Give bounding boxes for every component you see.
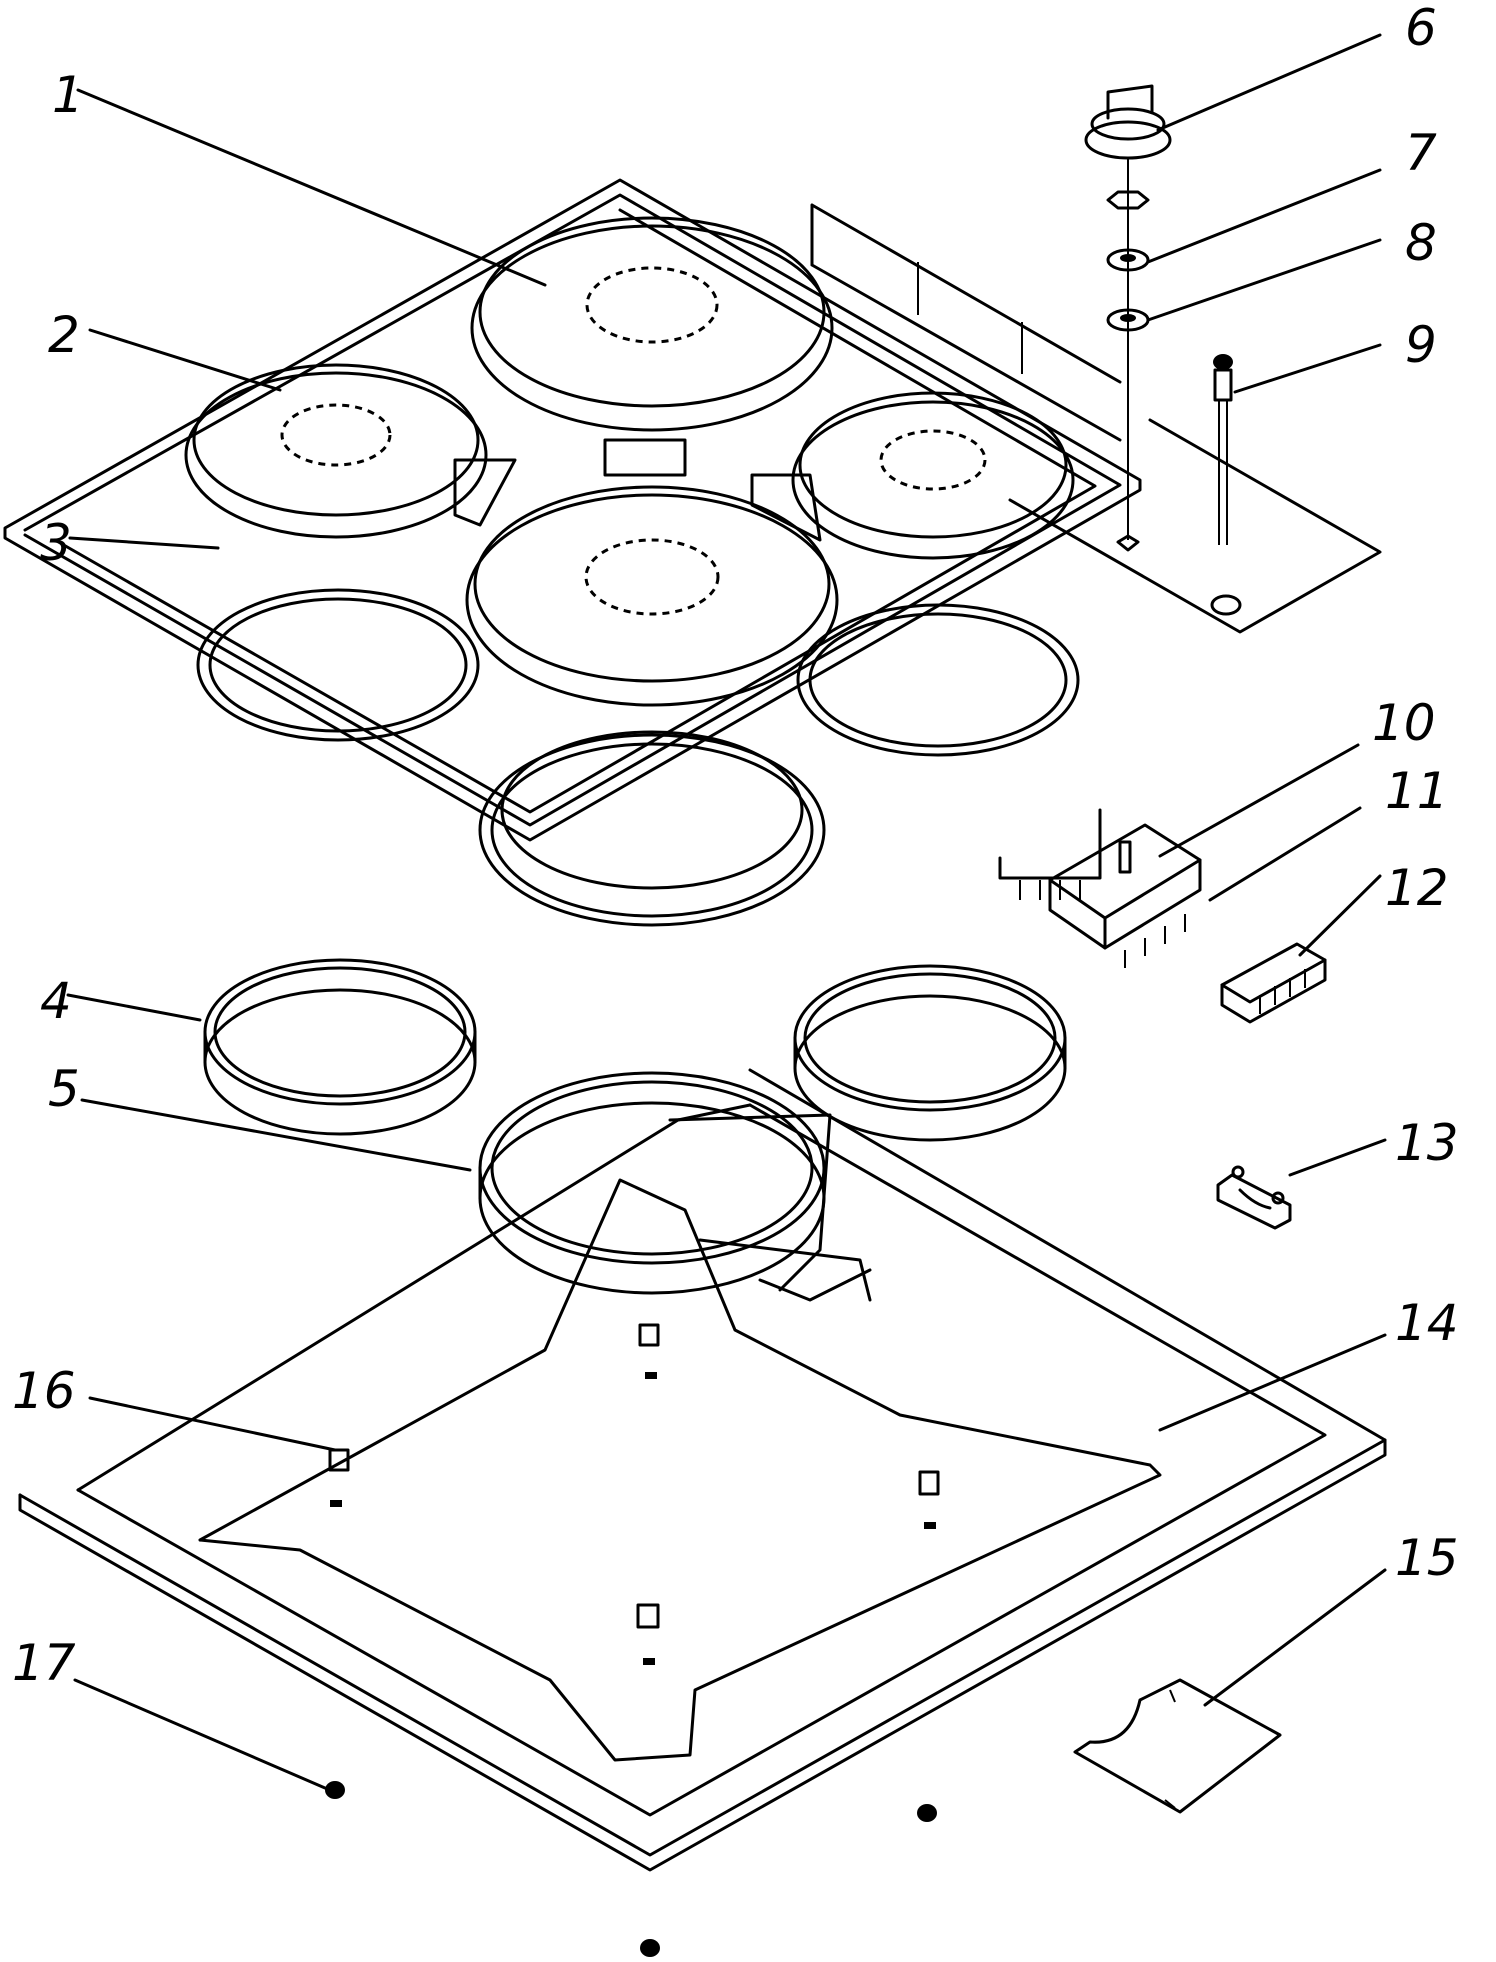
bracket-clip [1216,1165,1292,1230]
seal-ring-left [203,958,477,1136]
bottom-tray [18,1068,1387,1872]
callout-9: 9 [1405,316,1437,374]
energy-regulator [1048,823,1202,968]
callout-5: 5 [48,1060,80,1118]
seal-ring-front [478,1071,826,1295]
leader-lines [66,33,1387,1790]
knob-nut [1106,190,1150,210]
callout-7: 7 [1405,124,1437,182]
callout-17: 17 [12,1634,76,1692]
heating-element-right [791,391,1075,560]
plate-cutouts [196,588,1080,927]
callout-8: 8 [1405,214,1437,272]
seal-ring-right [793,964,1067,1142]
callout-14: 14 [1395,1294,1459,1352]
callout-3: 3 [40,514,72,572]
callout-12: 12 [1385,859,1449,917]
callout-10: 10 [1372,694,1436,752]
knob-washer [1106,248,1150,272]
callout-4: 4 [40,972,72,1030]
callout-15: 15 [1395,1529,1459,1587]
top-plate [3,178,1382,900]
heating-element-front [465,485,839,707]
control-knob [1084,84,1172,160]
element-brackets [453,438,822,542]
callout-16: 16 [12,1362,76,1420]
callout-6: 6 [1405,0,1437,57]
callout-13: 13 [1395,1114,1459,1172]
heating-element-left [184,363,488,539]
terminal-block [1220,942,1327,1024]
callout-1: 1 [52,66,84,124]
callout-11: 11 [1385,762,1449,820]
cover-plate [1073,1678,1282,1814]
rubber-feet [325,1781,937,1957]
callout-labels: 1 2 3 4 5 6 7 8 9 10 11 12 13 14 15 16 1… [12,0,1459,1692]
callout-2: 2 [48,306,80,364]
indicator-lamp [1213,354,1233,545]
heating-element-rear [470,216,834,432]
